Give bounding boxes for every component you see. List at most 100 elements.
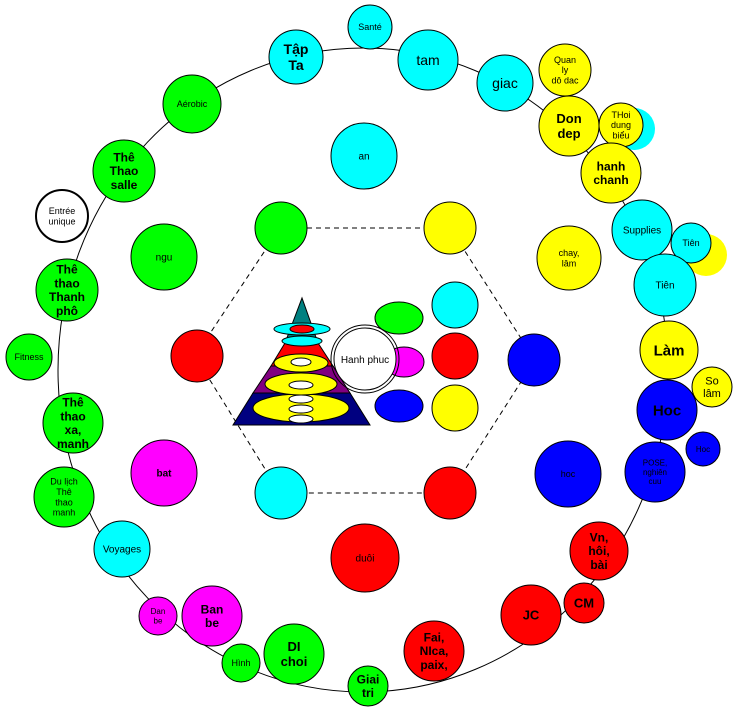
node-label-tien: Tiên (655, 281, 674, 292)
node-circle-supplies (611, 199, 673, 261)
node-label-entree-unique: unique (48, 216, 75, 226)
node-label-tien-small: Tiên (682, 238, 699, 248)
node-circle-sante (347, 4, 393, 50)
node-label-don-dep: Don (556, 111, 581, 126)
node-label-the-thao-thanh-pho: Thê (56, 263, 78, 277)
node-label-supplies: Supplies (623, 226, 661, 237)
pyramid-band-cyan (281, 335, 323, 347)
node-label-the-thao-thanh-pho: Thanh (49, 290, 85, 304)
node-label-ban-be: Ban (201, 602, 224, 616)
node-label-du-lich: Thê (56, 487, 72, 497)
node-bat: bat (130, 439, 198, 507)
node-an: an (330, 122, 398, 190)
node-label-fai-nica: NIca, (420, 644, 449, 658)
node-circle-aerobic (162, 74, 222, 134)
node-label-jc: JC (523, 608, 540, 623)
node-vn-hoi-bai: Vn,hôi,bài (569, 521, 629, 581)
node-label-thoi-dung-bieu: THoi (611, 110, 630, 120)
node-circle-giai-tri (347, 665, 389, 707)
node-label-duoi: duôi (356, 554, 375, 565)
hexagon-node-right (507, 333, 561, 387)
node-circle-hoc-small (685, 431, 721, 467)
node-label-tap-ta: Ta (288, 57, 304, 73)
node-label-so-lam: lâm (703, 388, 721, 400)
node-circle-hoc-middle (534, 440, 602, 508)
node-label-fai-nica: Fai, (424, 630, 445, 644)
node-circle-du-lich (33, 466, 95, 528)
node-label-giai-tri: Giai (357, 672, 380, 686)
node-hoc: Hoc (636, 379, 698, 441)
node-circle-ban-be (181, 585, 243, 647)
node-duoi: duôi (330, 523, 400, 593)
hanh-phuc-ring (330, 324, 400, 394)
node-label-bat: bat (157, 469, 173, 480)
node-label-the-thao-salle: Thê (113, 150, 135, 164)
pyramid-band-white-e (288, 414, 314, 424)
node-label-cm: CM (574, 596, 594, 611)
node-circle-the-thao-xa-manh (42, 392, 104, 454)
node-giac: giac (476, 54, 534, 112)
node-supplies: Supplies (611, 199, 673, 261)
node-circle-bat (130, 439, 198, 507)
node-label-chay-lam: lâm (562, 258, 577, 268)
node-tam: tam (397, 29, 459, 91)
node-label-du-lich: thao (55, 497, 73, 507)
pyramid-band-white-c (288, 394, 314, 404)
node-sante: Santé (347, 4, 393, 50)
node-label-thoi-dung-bieu: dung (611, 120, 631, 130)
node-label-don-dep: dep (557, 126, 580, 141)
node-label-hoc-middle: hoc (561, 469, 576, 479)
node-label-hanh-chanh: hanh (597, 159, 626, 173)
node-circle-ngu (130, 223, 198, 291)
node-label-giai-tri: tri (362, 686, 374, 700)
node-label-hoc-small: Hoc (696, 445, 710, 454)
node-circle-giac (476, 54, 534, 112)
center-circle-cyan (431, 281, 479, 329)
node-circle-tien (633, 253, 697, 317)
node-circle-fai-nica (403, 620, 465, 682)
node-label-the-thao-xa-manh: thao (60, 409, 85, 423)
hexagon-node-top-left (254, 201, 308, 255)
node-label-vn-hoi-bai: bài (590, 558, 607, 572)
node-label-pose: POSE, (643, 459, 667, 468)
node-circle-hoc (636, 379, 698, 441)
node-label-hinh: Hình (231, 658, 250, 668)
pyramid-band-white-d (288, 404, 314, 414)
node-circle-entree-unique (35, 189, 89, 243)
node-circle-tap-ta (268, 29, 324, 85)
node-label-di-choi: DI (288, 639, 301, 654)
node-tien: Tiên (633, 253, 697, 317)
node-label-entree-unique: Entrée (49, 206, 76, 216)
node-circle-the-thao-thanh-pho (35, 258, 99, 322)
node-circle-hanh-chanh (580, 142, 642, 204)
node-label-quan-ly: ly (562, 65, 569, 75)
center-circle-yellow (431, 384, 479, 432)
node-label-the-thao-thanh-pho: phô (56, 304, 78, 318)
node-label-vn-hoi-bai: hôi, (588, 544, 609, 558)
center-ellipse-blue (374, 389, 424, 423)
node-label-the-thao-thanh-pho: thao (54, 276, 79, 290)
node-circle-cm (563, 582, 605, 624)
node-circle-di-choi (263, 623, 325, 685)
hexagon-node-bottom-right (423, 466, 477, 520)
node-label-tap-ta: Tập (284, 41, 309, 57)
node-chay-lam: chay,lâm (536, 225, 602, 291)
node-tien-small: Tiên (670, 222, 712, 264)
node-label-voyages: Voyages (103, 545, 141, 556)
pyramid-band-white-a (290, 357, 312, 367)
node-aerobic: Aérobic (162, 74, 222, 134)
node-label-the-thao-xa-manh: manh (57, 437, 89, 451)
node-label-ban-be: be (205, 616, 219, 630)
node-label-vn-hoi-bai: Vn, (590, 530, 609, 544)
node-label-du-lich: Du lịch (50, 477, 78, 487)
node-hoc-small: Hoc (685, 431, 721, 467)
node-circle-so-lam (691, 366, 733, 408)
